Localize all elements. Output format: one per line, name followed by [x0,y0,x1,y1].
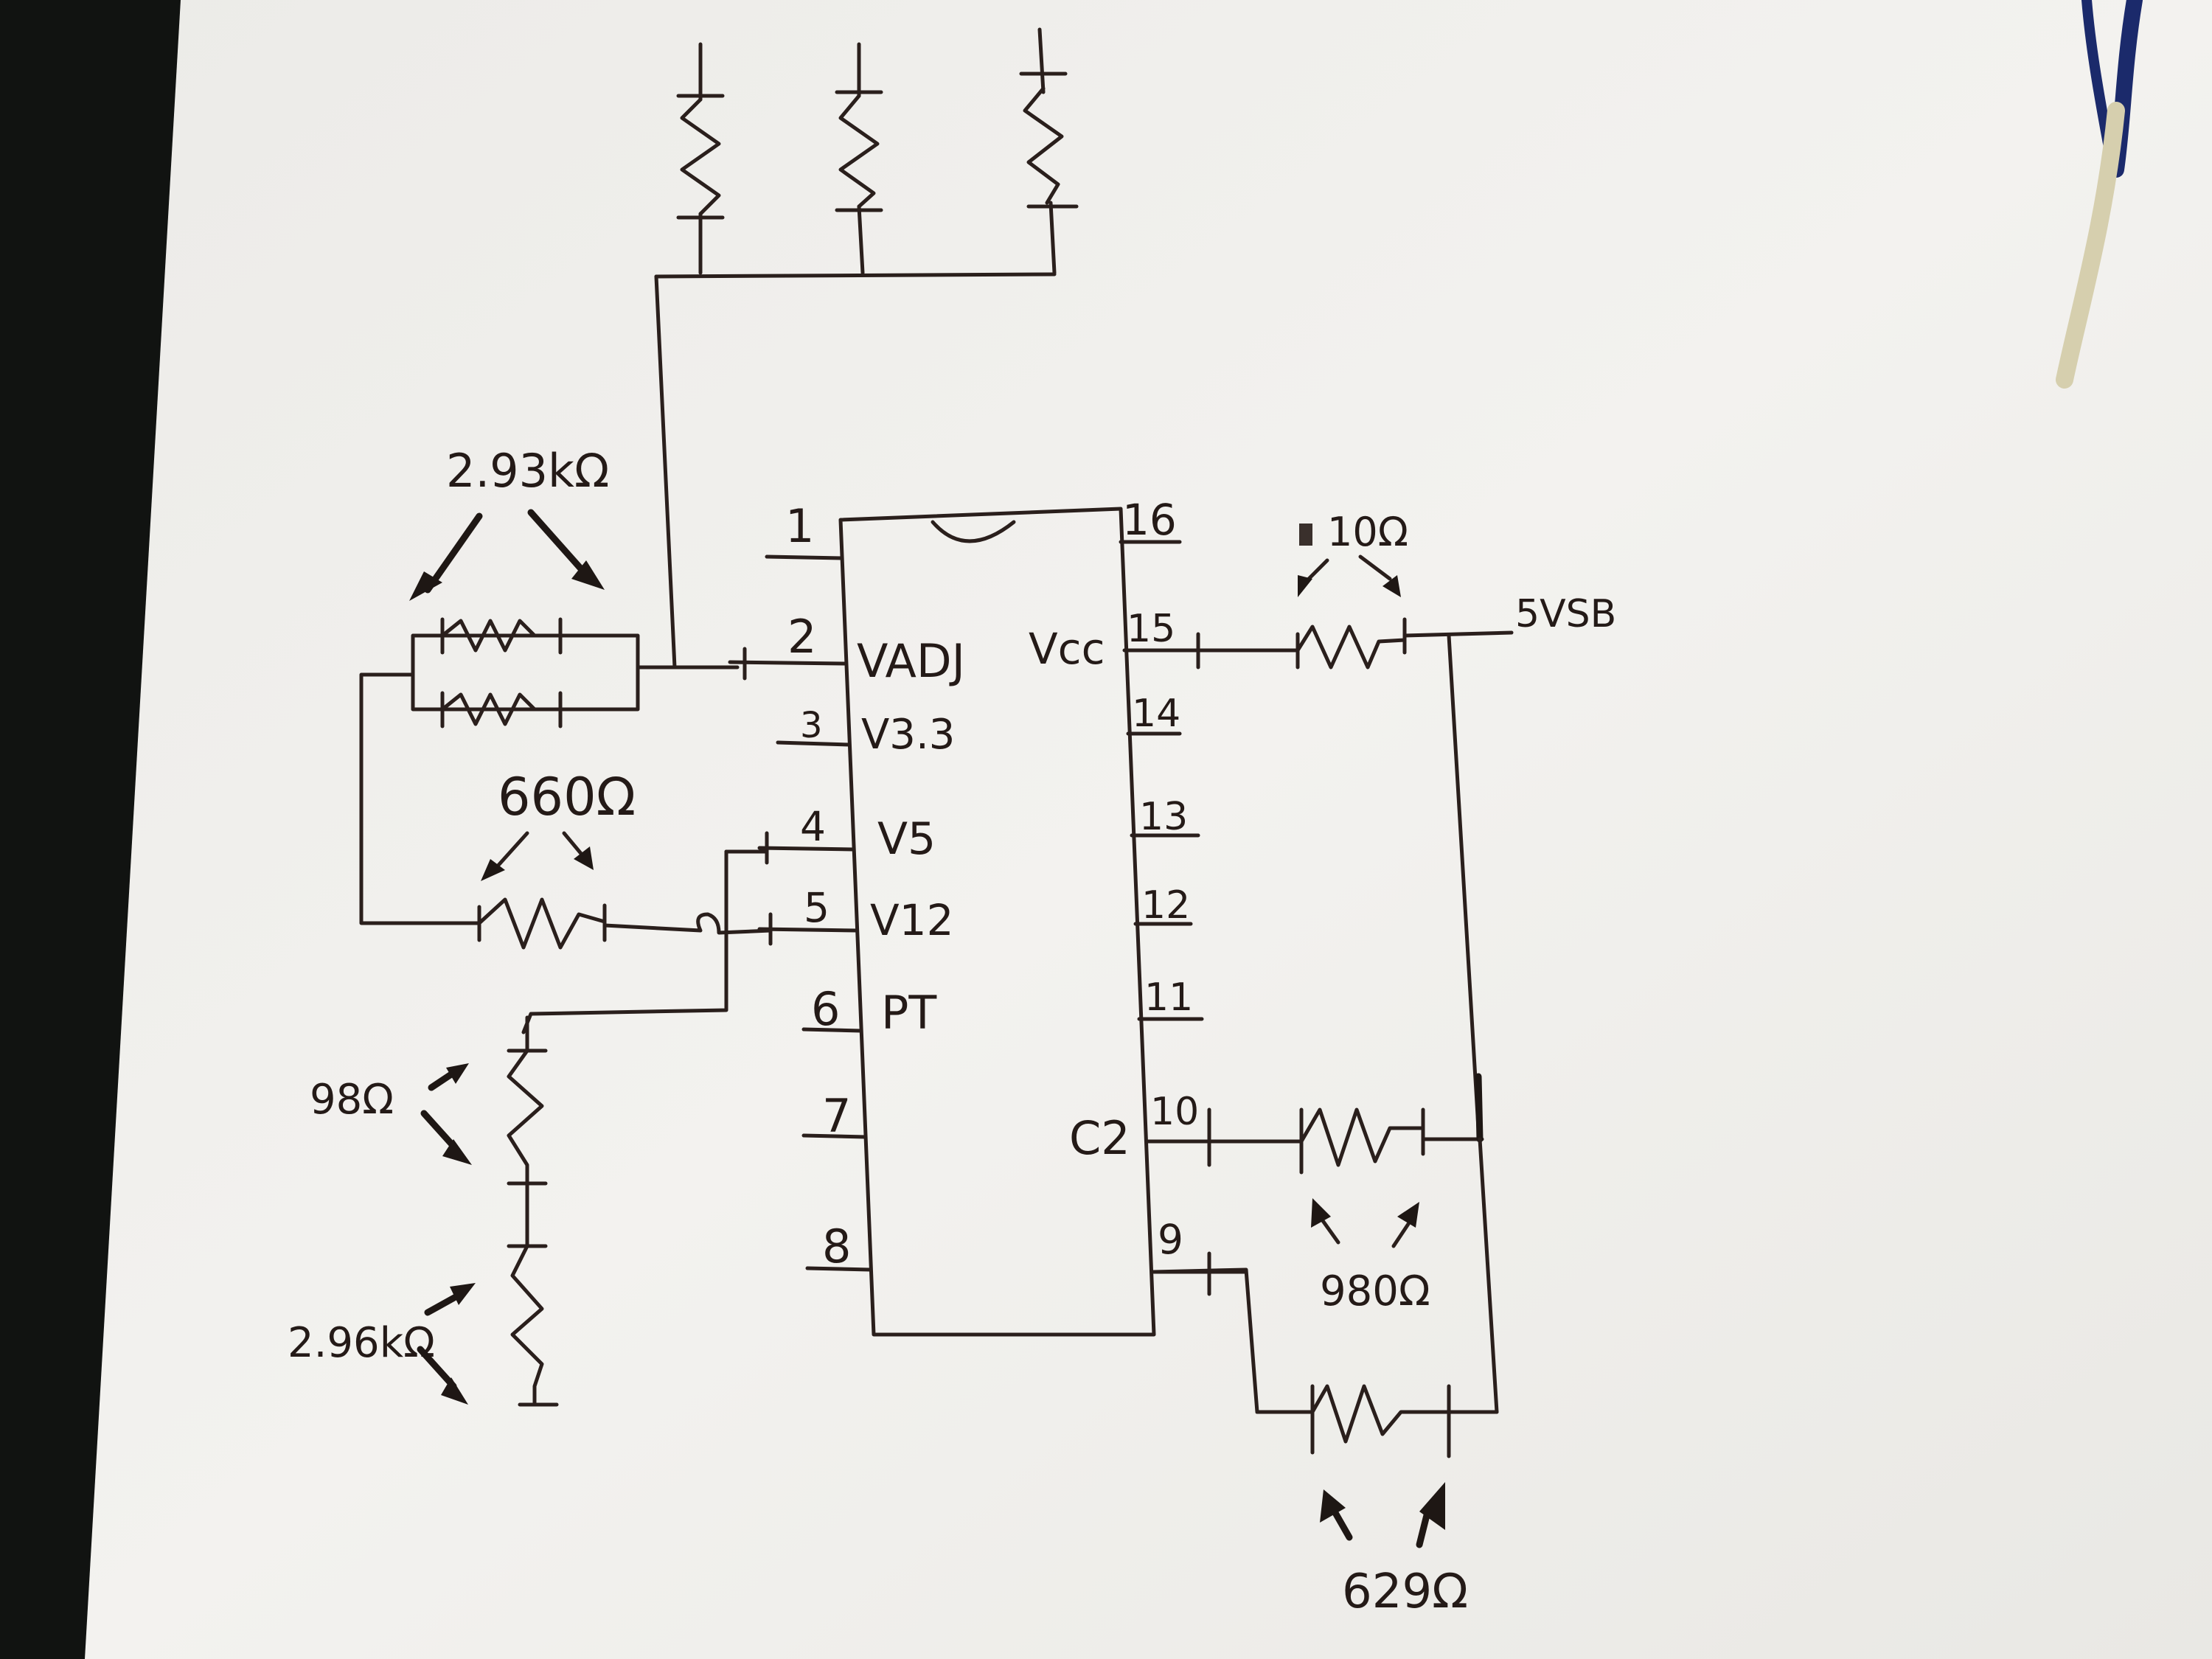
ic-chip [838,507,1156,1337]
label-5vsb: 5VSB [1515,592,1616,636]
label-660: 660Ω [498,767,636,827]
series-resistors [507,1015,559,1407]
right-pin-names: Vcc C2 [1029,624,1130,1165]
pin-10-name: C2 [1069,1111,1130,1165]
arrows-629 [1320,1482,1445,1548]
pin-5-number: 5 [804,884,830,931]
left-pin-numbers: 1 2 3 4 5 6 7 8 [785,499,851,1273]
label-2-93k: 2.93kΩ [446,444,609,498]
pin-3-name: V3.3 [861,711,955,759]
pin-6-name: PT [881,986,937,1040]
pin-8-number: 8 [822,1220,851,1273]
cables-decoration [2056,0,2143,389]
pin-16-number: 16 [1122,495,1177,545]
ic-right-pins [1119,540,1248,1274]
paper-sheet [85,0,2212,1659]
top-resistor-bank [654,27,1079,669]
pin-2-name: VADJ [857,634,965,688]
pin-4-number: 4 [800,803,826,850]
right-pin-numbers: 16 15 14 13 12 11 10 9 [1122,495,1199,1263]
label-980: 980Ω [1320,1267,1430,1315]
resistor-629 [1152,1251,1499,1458]
pin-10-number: 10 [1150,1090,1199,1134]
pin-13-number: 13 [1139,795,1188,839]
ic-left-pins [728,554,872,1272]
label-2-96k: 2.96kΩ [288,1319,435,1367]
ic-notch [931,520,1016,543]
pin-4-name: V5 [877,813,936,865]
label-10: 10Ω [1327,509,1408,555]
pin-2-number: 2 [787,610,816,664]
arrows-10 [1298,524,1401,597]
pin-6-number: 6 [811,982,840,1036]
pin-3-number: 3 [800,705,823,746]
pin-15-name: Vcc [1029,624,1105,674]
resistor-pair-2-93k [359,617,740,925]
pin-15-number: 15 [1127,607,1175,651]
pin-12-number: 12 [1141,883,1190,928]
pin-11-number: 11 [1144,975,1193,1020]
arrows-2-93k [409,509,605,601]
label-98: 98Ω [310,1076,394,1124]
resistor-10 [1196,617,1514,1130]
label-629: 629Ω [1342,1565,1468,1619]
arrows-980 [1311,1198,1419,1248]
arrows-series [417,1063,476,1405]
pin-5-name: V12 [870,895,953,945]
pin-14-number: 14 [1132,692,1180,736]
arrows-660 [481,831,594,881]
left-pin-names: VADJ V3.3 V5 V12 PT [857,634,965,1040]
pin-9-number: 9 [1158,1216,1183,1263]
pin-7-number: 7 [822,1089,851,1143]
resistor-980 [1148,1073,1499,1414]
pin-1-number: 1 [785,499,814,553]
